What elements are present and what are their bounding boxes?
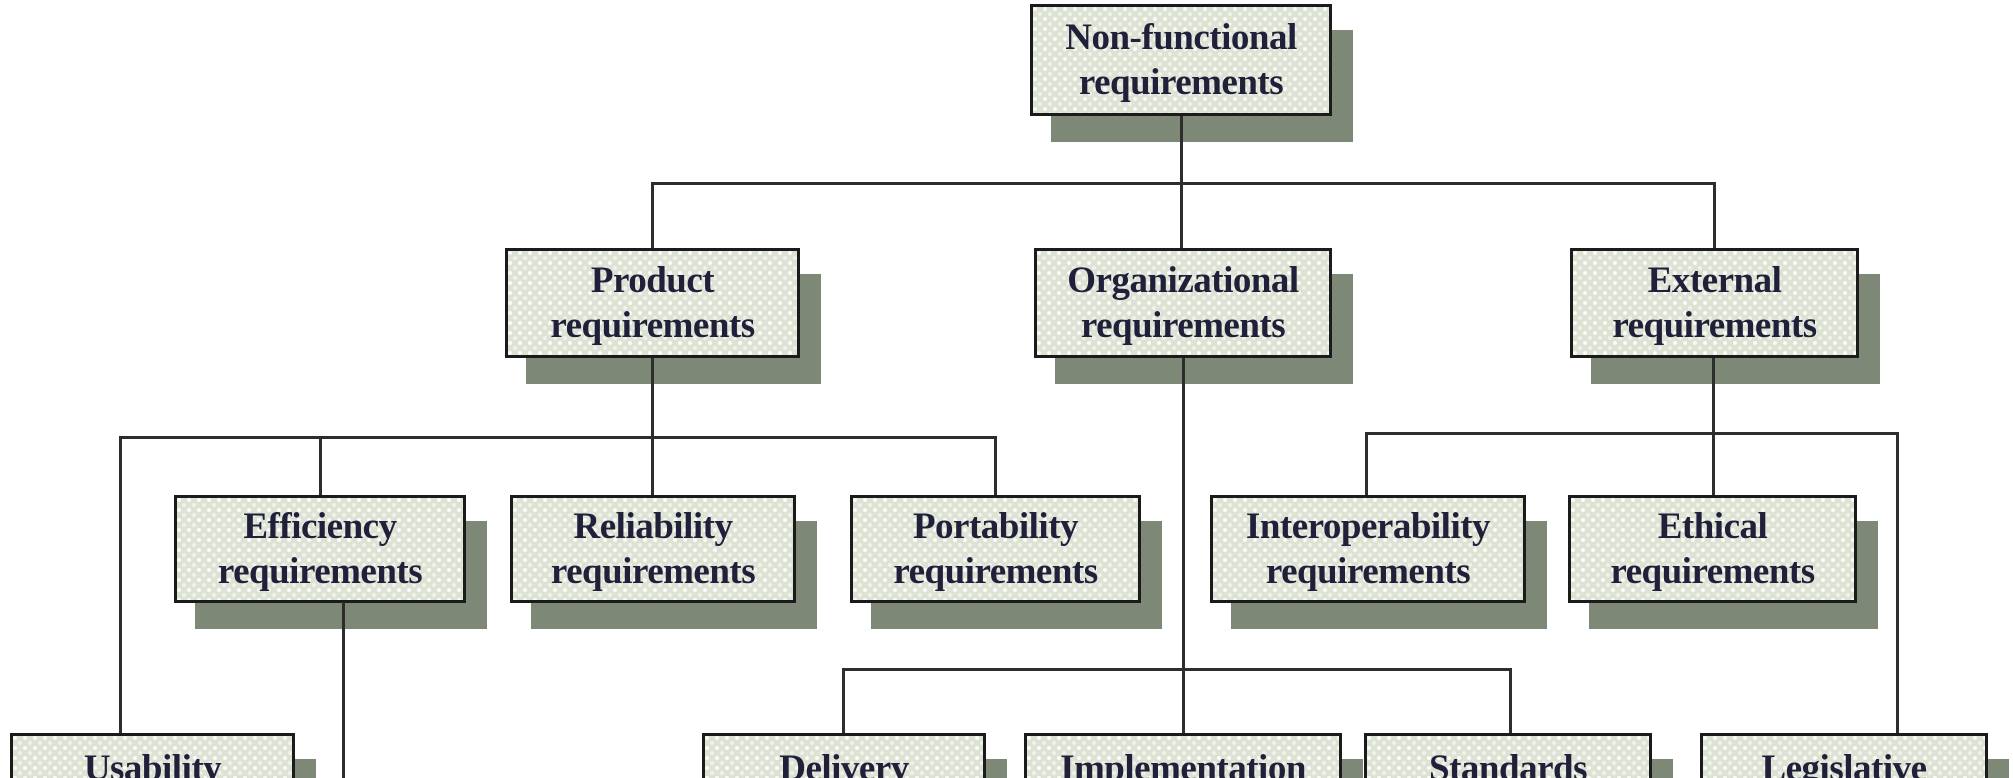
node-label: Legislative xyxy=(1761,748,1927,778)
node-product-requirements: Product requirements xyxy=(505,248,800,358)
connector-to-delivery xyxy=(842,668,845,733)
node-label: External requirements xyxy=(1612,260,1817,346)
node-interoperability-requirements: Interoperability requirements xyxy=(1210,495,1526,603)
node-organizational-requirements: Organizational requirements xyxy=(1034,248,1332,358)
connector-external-rail xyxy=(1366,432,1899,435)
node-label: Organizational requirements xyxy=(1067,260,1299,346)
connector-to-interoperability xyxy=(1365,432,1368,495)
connector-to-product xyxy=(651,182,654,248)
connector-to-legislative xyxy=(1896,432,1899,733)
node-non-functional-requirements: Non-functional requirements xyxy=(1030,4,1332,116)
node-label: Efficiency requirements xyxy=(217,506,423,592)
node-label: Non-functional requirements xyxy=(1065,17,1297,103)
node-legislative-requirements: Legislative xyxy=(1700,733,1988,778)
node-label: Portability requirements xyxy=(893,506,1098,592)
connector-level1-rail xyxy=(652,182,1716,185)
connector-product-rail xyxy=(119,436,997,439)
node-standards-requirements: Standards xyxy=(1364,733,1652,778)
node-label: Reliability requirements xyxy=(550,506,756,592)
connector-to-external xyxy=(1713,182,1716,248)
connector-to-standards xyxy=(1509,668,1512,733)
node-reliability-requirements: Reliability requirements xyxy=(510,495,796,603)
node-label: Usability xyxy=(83,748,222,778)
node-ethical-requirements: Ethical requirements xyxy=(1568,495,1857,603)
node-label: Interoperability requirements xyxy=(1245,506,1491,592)
connector-to-usability xyxy=(119,436,122,733)
node-efficiency-requirements: Efficiency requirements xyxy=(174,495,466,603)
node-label: Implementation xyxy=(1060,748,1306,778)
connector-organizational-drop xyxy=(1182,358,1185,733)
connector-to-efficiency xyxy=(319,436,322,495)
connector-efficiency-children-cut xyxy=(342,602,345,778)
node-label: Standards xyxy=(1429,748,1587,778)
connector-to-portability xyxy=(994,436,997,495)
node-label: Product requirements xyxy=(550,260,755,346)
node-label: Ethical requirements xyxy=(1610,506,1815,592)
node-external-requirements: External requirements xyxy=(1570,248,1859,358)
node-label: Delivery xyxy=(779,748,909,778)
node-usability-requirements: Usability xyxy=(10,733,295,778)
node-implementation-requirements: Implementation xyxy=(1024,733,1342,778)
connector-external-drop xyxy=(1712,358,1715,495)
connector-product-drop xyxy=(651,358,654,495)
connector-organizational-rail xyxy=(842,668,1512,671)
node-delivery-requirements: Delivery xyxy=(702,733,986,778)
node-portability-requirements: Portability requirements xyxy=(850,495,1141,603)
